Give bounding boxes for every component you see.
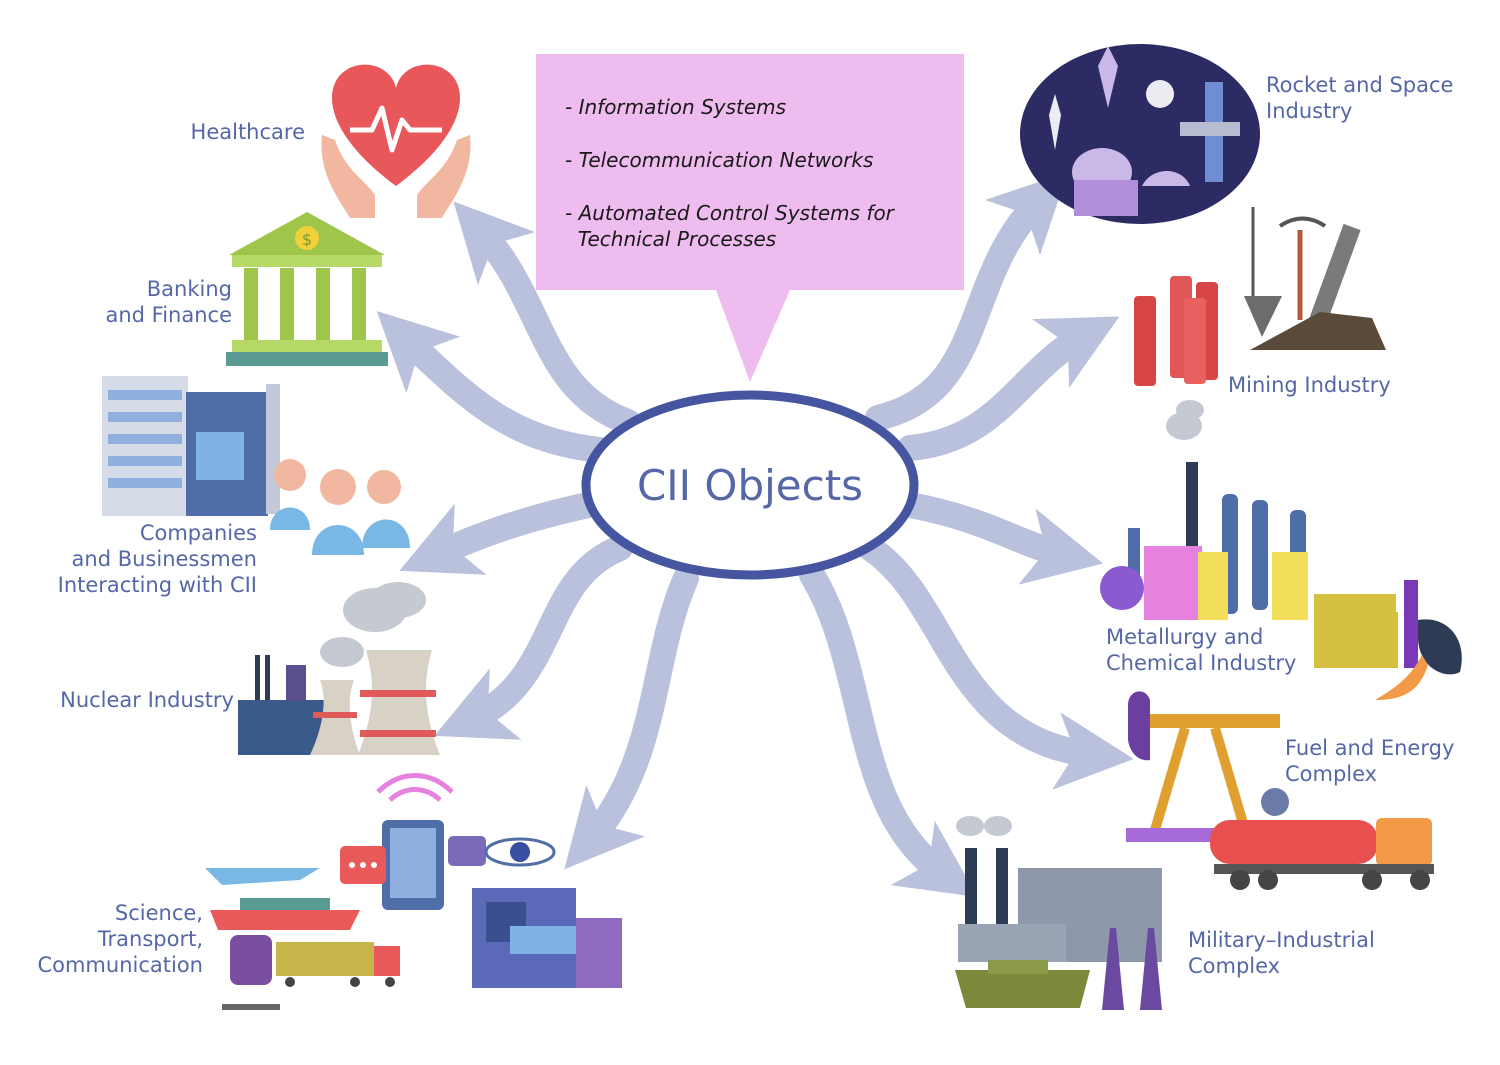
label-military-industrial-complex: Military–Industrial Complex: [1188, 928, 1375, 978]
label-banking-finance: Banking and Finance: [105, 277, 232, 327]
arrow-banking: [376, 311, 613, 463]
callout-item-information-systems: - Information Systems: [565, 95, 787, 119]
rocket-space-icon: [1020, 44, 1260, 224]
science-transport-icon: [205, 773, 622, 1010]
mining-icon: [1134, 207, 1386, 386]
nuclear-icon: [238, 582, 440, 755]
arrow-military: [799, 562, 978, 898]
bank-icon: $: [226, 212, 388, 366]
military-industrial-icon: [955, 816, 1162, 1010]
center-title: CII Objects: [636, 461, 864, 510]
healthcare-icon: [321, 64, 471, 218]
center-ellipse: [581, 390, 919, 580]
label-science-transport-communication: Science, Transport, Communication: [37, 901, 203, 977]
arrow-companies: [399, 492, 601, 575]
label-mining-industry: Mining Industry: [1228, 373, 1391, 397]
arrow-healthcare: [453, 201, 641, 435]
label-companies-businessmen: Companies and Businessmen Interacting wi…: [57, 521, 257, 597]
callout-item-automated-control-systems: - Automated Control Systems for Technica…: [565, 201, 894, 251]
arrow-science: [564, 565, 699, 870]
arrows: [376, 172, 1134, 898]
svg-text:$: $: [302, 230, 312, 249]
arrow-mining: [897, 316, 1120, 461]
label-nuclear-industry: Nuclear Industry: [60, 688, 234, 712]
label-fuel-energy-complex: Fuel and Energy Complex: [1285, 736, 1455, 786]
arrow-nuclear: [434, 535, 633, 740]
fuel-energy-icon: [1126, 691, 1434, 890]
metallurgy-icon: [1100, 400, 1462, 700]
arrow-fuel: [857, 535, 1134, 790]
arrow-rocket: [865, 172, 1068, 431]
callout-bubble: [536, 54, 964, 382]
callout-item-telecommunication-networks: - Telecommunication Networks: [565, 148, 874, 172]
companies-icon: [102, 376, 410, 555]
label-metallurgy-chemical-industry: Metallurgy and Chemical Industry: [1106, 625, 1297, 675]
label-healthcare: Healthcare: [190, 120, 305, 144]
label-rocket-space-industry: Rocket and Space Industry: [1266, 73, 1454, 123]
arrow-metallurgy: [897, 492, 1104, 585]
